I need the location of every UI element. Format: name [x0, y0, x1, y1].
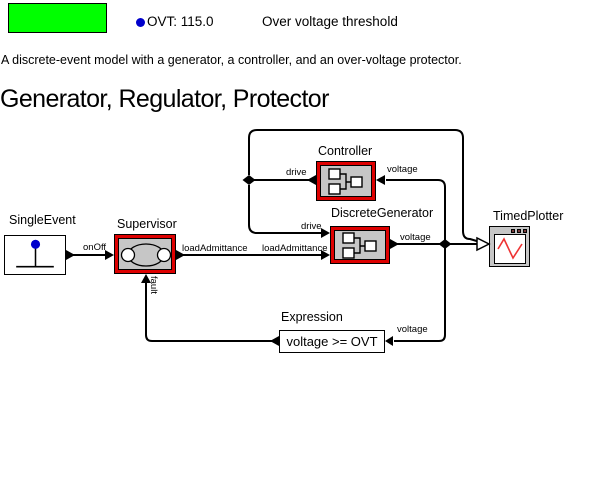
port-label-voltage-expression: voltage [397, 324, 428, 335]
expression-output-arrow-icon [270, 336, 279, 346]
port-label-drive-generator: drive [301, 221, 322, 232]
expression-value: voltage >= OVT [286, 334, 378, 349]
parameter-description: Over voltage threshold [262, 14, 398, 29]
port-label-loadadmittance-in: loadAdmittance [262, 243, 328, 254]
plot-window-button-icon [517, 229, 521, 233]
supervisor-input-arrow-icon [105, 250, 114, 260]
expression-actor[interactable]: voltage >= OVT [279, 330, 385, 353]
model-title: Generator, Regulator, Protector [0, 85, 329, 113]
signal-zigzag-icon [497, 237, 523, 260]
controller-label: Controller [318, 144, 373, 158]
wire-fault[interactable] [145, 282, 279, 342]
fsm-ellipse-icon [120, 243, 172, 267]
controller-input-arrow-icon [376, 175, 385, 185]
controller-output-arrow-icon [307, 175, 316, 185]
parameter-ovt[interactable]: OVT: 115.0 [147, 14, 214, 29]
plot-area-icon [494, 234, 526, 264]
expression-input-arrow-icon [385, 336, 393, 346]
discretegenerator-label: DiscreteGenerator [331, 206, 434, 220]
singleevent-actor[interactable] [4, 235, 66, 275]
discretegenerator-actor[interactable] [330, 226, 390, 264]
plotter-multiport-arrow-icon [476, 236, 491, 252]
composite-blocks-icon [342, 232, 377, 259]
relation-diamond-drive[interactable] [242, 175, 256, 185]
parameter-bullet-icon [136, 18, 145, 27]
port-label-loadadmittance-out: loadAdmittance [182, 243, 248, 254]
port-label-drive-controller: drive [286, 167, 307, 178]
controller-actor[interactable] [316, 161, 376, 201]
timedplotter-actor[interactable] [489, 226, 530, 267]
port-label-onoff: onOff [83, 242, 107, 253]
plot-window-button-icon [523, 229, 527, 233]
model-description: A discrete-event model with a generator,… [1, 53, 462, 67]
stem-plot-icon [16, 239, 54, 268]
timedplotter-label: TimedPlotter [493, 209, 564, 223]
generator-output-arrow-icon [390, 239, 399, 249]
plot-window-button-icon [511, 229, 515, 233]
supervisor-label: Supervisor [117, 217, 177, 231]
port-label-fault: fault [148, 276, 159, 294]
annotation-rectangle[interactable] [8, 3, 107, 33]
generator-drive-input-arrow-icon [321, 228, 330, 238]
relation-diamond-voltage[interactable] [438, 239, 452, 249]
singleevent-label: SingleEvent [9, 213, 76, 227]
expression-label: Expression [281, 310, 343, 324]
port-label-voltage-generator: voltage [400, 232, 431, 243]
port-label-voltage-controller: voltage [387, 164, 418, 175]
composite-blocks-icon [328, 168, 363, 195]
supervisor-actor[interactable] [114, 234, 176, 274]
singleevent-output-arrow-icon [66, 250, 75, 260]
